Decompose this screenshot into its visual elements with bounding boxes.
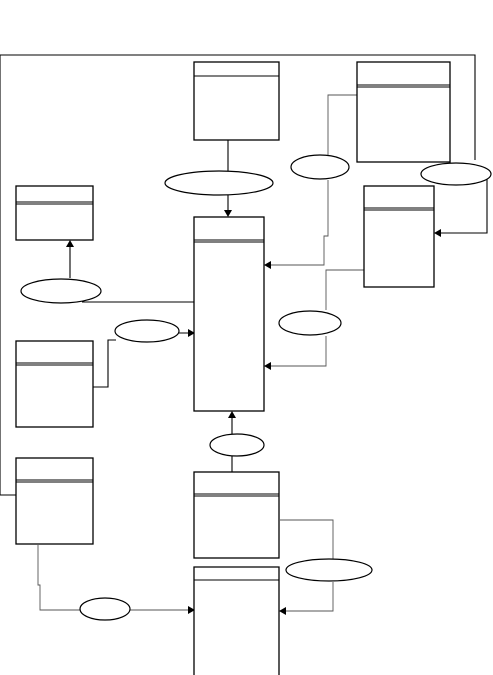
connector-outer-loop [0, 54, 476, 496]
arrowhead-bottom-to-lower [279, 607, 286, 615]
rel-bottom-left [79, 597, 131, 621]
entity-top-right [356, 61, 451, 163]
entity-right-middle [363, 185, 435, 288]
rel-bottom-right [285, 558, 373, 582]
arrowheads [66, 210, 441, 615]
entity-left-middle [15, 340, 94, 428]
rel-top-right-right [420, 162, 492, 186]
connector-leftlower-to-lower [37, 545, 190, 611]
rel-left-middle [114, 319, 180, 343]
entity-left-lower [15, 457, 94, 545]
arrowhead-bottom-to-main [228, 411, 236, 418]
connector-topright-to-main [268, 94, 357, 266]
connector-rightmiddle-to-main [268, 269, 364, 367]
rel-right-middle [278, 310, 342, 336]
arrowhead-to-leftupper [66, 240, 74, 247]
entity-left-upper [15, 185, 94, 241]
arrowhead-leftmiddle-to-main [188, 329, 195, 337]
connector-leftupper-to-main [69, 246, 194, 303]
rel-left-upper [20, 278, 102, 304]
entity-bottom-center [193, 471, 280, 559]
entity-bottom-center-lower [193, 566, 280, 675]
rel-top-right-left [290, 154, 350, 180]
rel-below-main [209, 433, 265, 457]
arrowhead-topright-to-rightmiddle [434, 229, 441, 237]
arrowhead-leftlower-to-lower [188, 606, 195, 614]
entity-top-center [193, 61, 280, 141]
connector-bottom-to-lower [280, 519, 334, 612]
arrowhead-rightmiddle-to-main [264, 362, 271, 370]
arrowhead-top-to-main [224, 210, 232, 217]
entity-center-main [193, 216, 265, 412]
rel-top-center [164, 170, 274, 196]
arrowhead-topright-to-main [264, 261, 271, 269]
